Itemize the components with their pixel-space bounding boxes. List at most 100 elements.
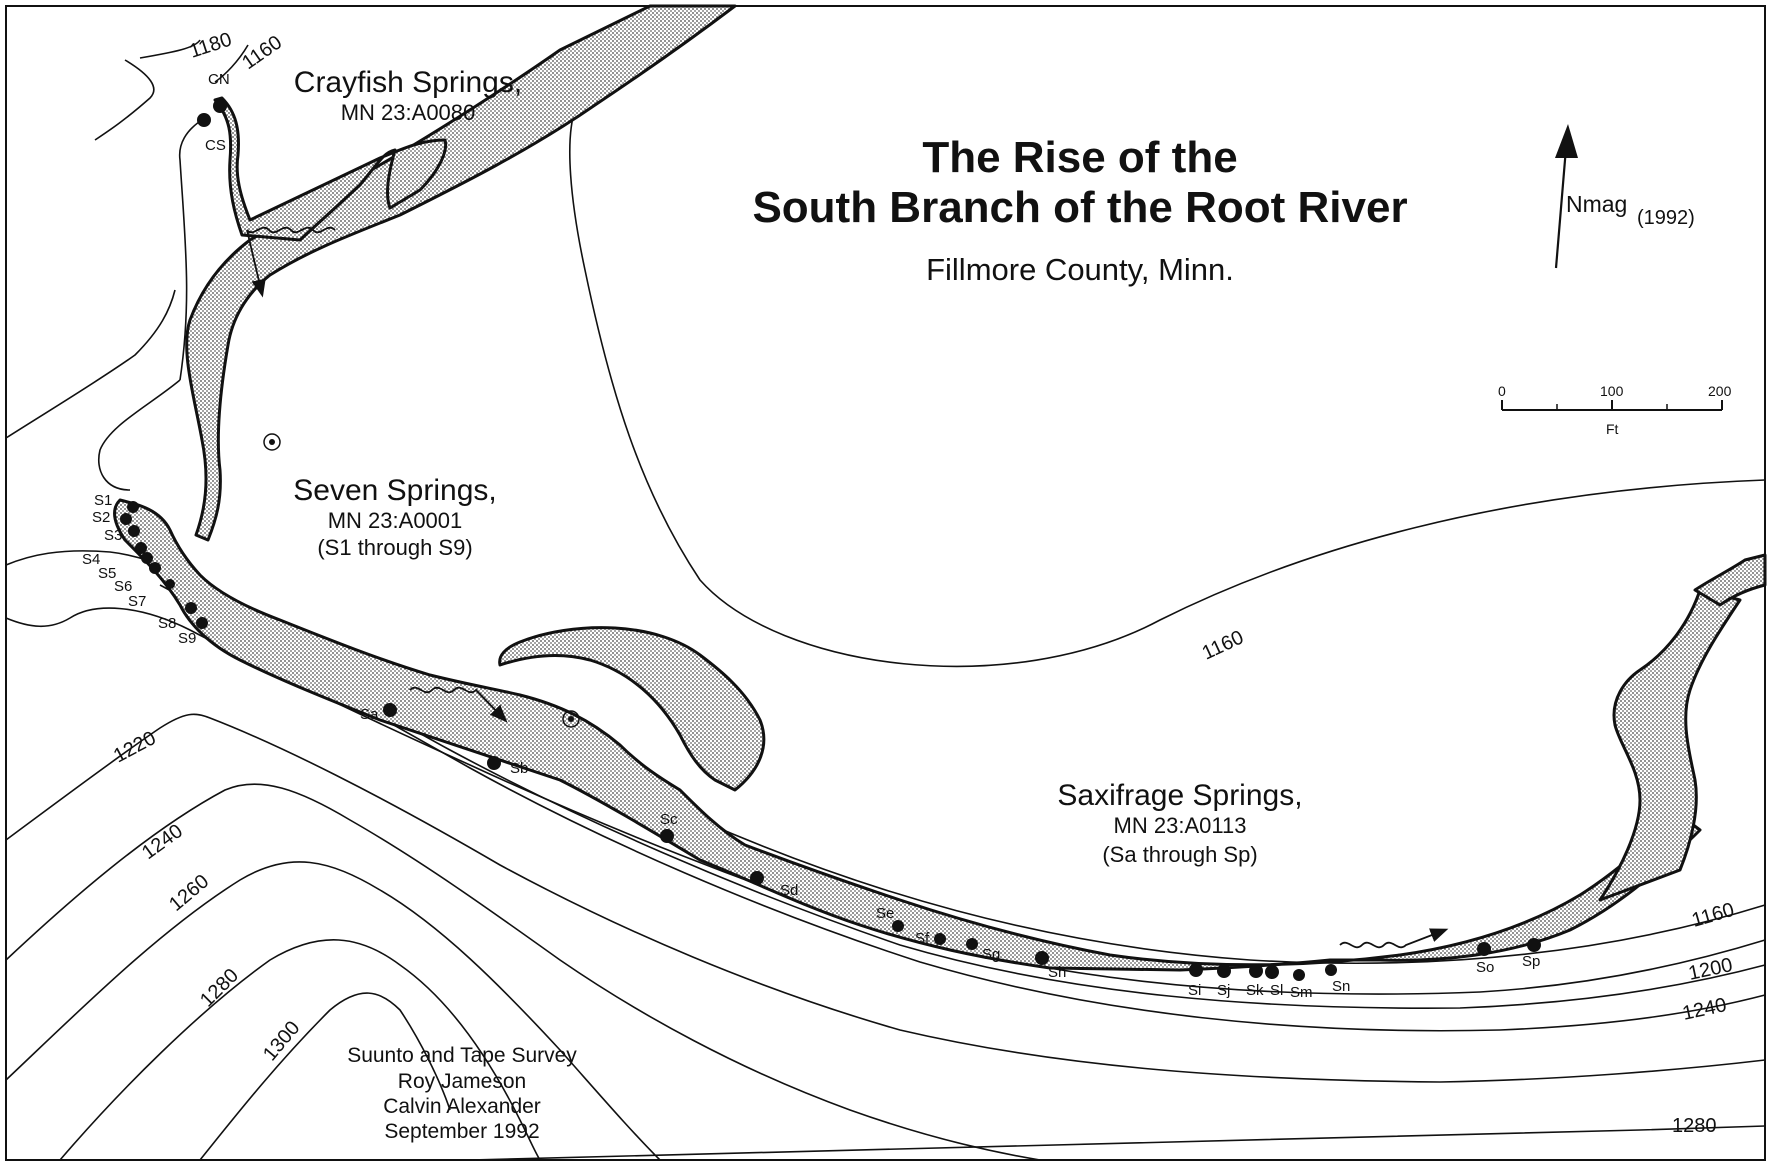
- benchmark-center-icon: [269, 439, 275, 445]
- spring-point: [1527, 938, 1541, 952]
- north-arrow-shaft: [1554, 147, 1568, 269]
- spring-label: Sn: [1332, 978, 1350, 995]
- spring-label: Sj: [1217, 982, 1230, 999]
- contour-label: 1280: [1672, 1115, 1717, 1137]
- spring-label: Sd: [780, 882, 798, 899]
- north-arrow-label: Nmag: [1566, 191, 1627, 217]
- spring-point: [892, 920, 904, 932]
- spring-label: Sa: [360, 706, 379, 723]
- flow-arrow-lower: [1339, 928, 1449, 949]
- crayfish-name: Crayfish Springs,: [294, 66, 522, 99]
- river-right-outflow: [1598, 588, 1742, 902]
- place-labels: Crayfish Springs, MN 23:A0080 Seven Spri…: [293, 66, 1302, 867]
- spring-label: S7: [128, 593, 146, 610]
- survey-credits: Suunto and Tape Survey Roy Jameson Calvi…: [347, 1044, 577, 1143]
- contour-label: 1280: [196, 965, 243, 1012]
- survey-markers: [263, 433, 580, 728]
- spring-label: Sh: [1048, 964, 1066, 981]
- scale-bar: 0 100 200 Ft: [1498, 383, 1732, 437]
- spring-label: S6: [114, 578, 132, 595]
- spring-label: Sl: [1270, 982, 1283, 999]
- credit-line4: September 1992: [384, 1120, 539, 1143]
- river-top-right-outflow: [1693, 553, 1767, 607]
- contour-d: [189, 609, 1766, 1032]
- spring-label: Se: [876, 905, 894, 922]
- contour-label: 1240: [138, 820, 187, 864]
- river-main-lower: [113, 498, 1702, 972]
- seven-name: Seven Springs,: [293, 474, 496, 507]
- river-crayfish-branch: [213, 96, 448, 242]
- spring-point: [141, 552, 153, 564]
- contour-1260: [5, 861, 661, 1161]
- contour-left-upper: [5, 289, 176, 439]
- contour-label: 1160: [1689, 899, 1736, 932]
- spring-label: Si: [1188, 982, 1201, 999]
- contour-label: 1160: [1199, 626, 1247, 664]
- spring-label: S9: [178, 630, 196, 647]
- river: [113, 4, 1767, 972]
- contour-label: 1240: [1680, 994, 1728, 1025]
- flow-arrow-upper: [246, 226, 336, 298]
- credit-line3: Calvin Alexander: [383, 1095, 541, 1118]
- flow-arrows: [246, 226, 1449, 949]
- contour-1280: [59, 939, 541, 1161]
- spring-label: S4: [82, 551, 100, 568]
- contour-left-mid: [98, 379, 181, 491]
- spring-label: CS: [205, 137, 226, 154]
- river-upper-channel: [185, 4, 737, 542]
- spring-point: [1265, 965, 1279, 979]
- spring-point: [487, 756, 501, 770]
- saxifrage-name: Saxifrage Springs,: [1057, 779, 1302, 812]
- contour-label: 1160: [238, 31, 286, 74]
- north-arrow-head-icon: [1555, 124, 1578, 158]
- scale-unit: Ft: [1606, 421, 1619, 437]
- spring-label: Sf: [915, 930, 930, 947]
- spring-point: [196, 617, 208, 629]
- spring-point: [185, 602, 197, 614]
- contour-1300: [199, 992, 451, 1161]
- spring-point: [197, 113, 211, 127]
- spring-label: Sb: [510, 760, 528, 777]
- title-subtitle: Fillmore County, Minn.: [926, 252, 1234, 287]
- benchmark-icon: [562, 710, 580, 728]
- contour-1280-right: [469, 1125, 1766, 1161]
- spring-point: [1477, 942, 1491, 956]
- spring-point: [165, 579, 175, 589]
- spring-point: [1325, 964, 1337, 976]
- contour-1160-crayfish: [178, 44, 249, 381]
- contour-label: 1180: [187, 29, 235, 63]
- spring-label: Sg: [982, 946, 1000, 963]
- seven-range: (S1 through S9): [317, 535, 472, 560]
- contour-label: 1220: [110, 727, 160, 767]
- spring-point: [750, 871, 764, 885]
- north-arrow: Nmag (1992): [1554, 124, 1695, 269]
- spring-point: [934, 933, 946, 945]
- contour-label: 1260: [165, 870, 213, 915]
- spring-label: Sp: [1522, 953, 1540, 970]
- spring-label: S8: [158, 615, 176, 632]
- spring-point: [135, 542, 147, 554]
- spring-point: [128, 525, 140, 537]
- spring-point: [1035, 951, 1049, 965]
- crayfish-id: MN 23:A0080: [341, 100, 476, 125]
- spring-point: [213, 99, 227, 113]
- contour-1180: [94, 39, 201, 141]
- saxifrage-id: MN 23:A0113: [1114, 813, 1247, 838]
- contour-b: [5, 607, 1766, 995]
- spring-point: [120, 513, 132, 525]
- spring-label: S5: [98, 565, 116, 582]
- contour-1240: [5, 783, 1041, 1161]
- title-line1: The Rise of the: [922, 133, 1237, 182]
- benchmark-icon: [263, 433, 281, 451]
- spring-label: Sm: [1290, 984, 1313, 1001]
- spring-point: [660, 829, 674, 843]
- spring-point: [127, 501, 139, 513]
- spring-label: Sc: [660, 811, 678, 828]
- scale-tick-200: 200: [1708, 383, 1732, 399]
- north-arrow-year: (1992): [1637, 207, 1695, 229]
- spring-point: [1189, 963, 1203, 977]
- spring-point: [383, 703, 397, 717]
- scale-tick-100: 100: [1600, 383, 1624, 399]
- seven-id: MN 23:A0001: [328, 508, 463, 533]
